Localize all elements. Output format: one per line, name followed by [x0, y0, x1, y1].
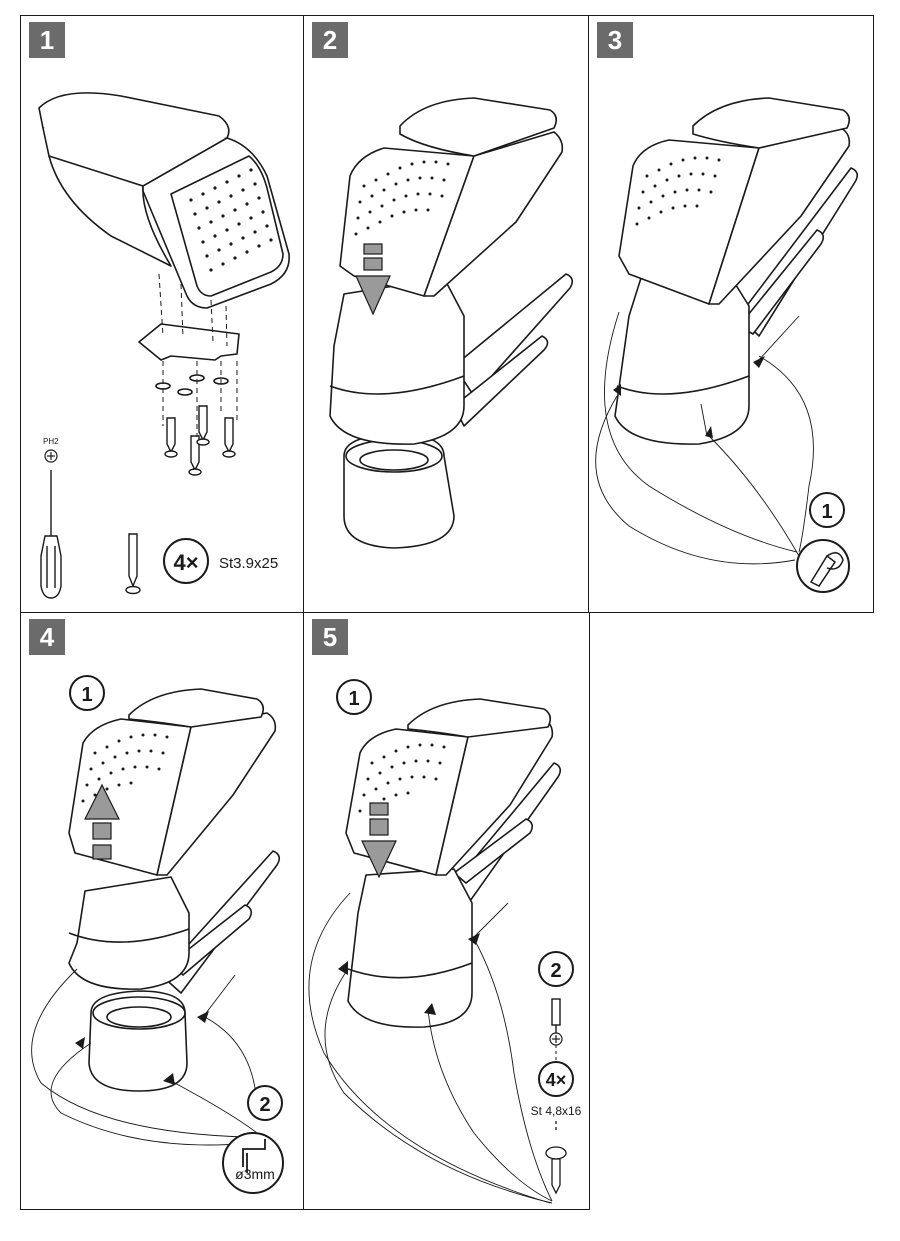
- screw-icon: [196, 405, 210, 446]
- pad-dot-pattern: [354, 160, 450, 236]
- screw-icon: [164, 417, 178, 458]
- phillips-bit-icon: [549, 1032, 563, 1046]
- step-badge: 2: [312, 22, 348, 58]
- pad-dot-pattern: [81, 733, 169, 803]
- phillips-bit-icon: [44, 449, 58, 463]
- sub-step-circle: [247, 1085, 283, 1121]
- sub-step-circle: [809, 492, 845, 528]
- drill-holes-illustration: 1: [31, 675, 284, 1194]
- step-badge: 5: [312, 619, 348, 655]
- sub-step-number: 1: [821, 501, 832, 523]
- mark-drill-points-illustration: 1: [595, 97, 859, 593]
- drill-bit-icon: [242, 1139, 266, 1173]
- step-panel-5: 5 1: [303, 612, 590, 1210]
- sub-step-number: 1: [81, 684, 92, 706]
- tool-size-label: PH2: [43, 437, 59, 446]
- screw-icon: [545, 1121, 567, 1195]
- step-panel-4: 4 1: [20, 612, 305, 1210]
- sub-step-number: 1: [348, 688, 359, 710]
- screwdriver-icon: [551, 998, 561, 1033]
- step-badge: 3: [597, 22, 633, 58]
- screw-icon: [188, 435, 202, 476]
- final-fixing-illustration: 1: [308, 679, 582, 1204]
- screw-icon: [125, 533, 141, 595]
- drill-bit-circle: [222, 1132, 284, 1194]
- sub-step-number: 2: [259, 1094, 270, 1116]
- pen-icon: [809, 552, 844, 587]
- screwdriver-icon: [40, 470, 62, 599]
- screw-quantity: 4×: [173, 550, 198, 575]
- quantity-circle: [163, 538, 209, 584]
- pad-dot-pattern: [189, 168, 273, 272]
- step-panel-3: 3 1: [588, 15, 874, 613]
- sub-step-circle: [69, 675, 105, 711]
- slide-up-arrow-icon: [84, 783, 120, 860]
- marker-hand-icon: [796, 539, 850, 593]
- pad-dot-pattern: [358, 743, 446, 813]
- step-badge: 1: [29, 22, 65, 58]
- screw-spec: St 4,8x16: [531, 1104, 582, 1118]
- sub-step-circle: [336, 679, 372, 715]
- armrest-exploded-illustration: PH2 4× St3.9x25: [38, 92, 290, 599]
- armrest-slide-illustration: [329, 97, 574, 549]
- quantity-circle: [538, 1061, 574, 1097]
- sub-step-number: 2: [550, 960, 561, 982]
- pad-dot-pattern: [635, 156, 721, 226]
- step-panel-1: 1: [20, 15, 305, 613]
- slide-down-arrow-icon: [361, 802, 397, 879]
- slide-down-arrow-icon: [355, 243, 391, 316]
- drill-diameter: ø3mm: [235, 1166, 275, 1182]
- screw-icon: [222, 417, 236, 458]
- sub-step-circle: [538, 951, 574, 987]
- screw-spec: St3.9x25: [219, 555, 278, 572]
- step-panel-2: 2: [303, 15, 590, 613]
- screw-quantity: 4×: [546, 1070, 567, 1090]
- step-badge: 4: [29, 619, 65, 655]
